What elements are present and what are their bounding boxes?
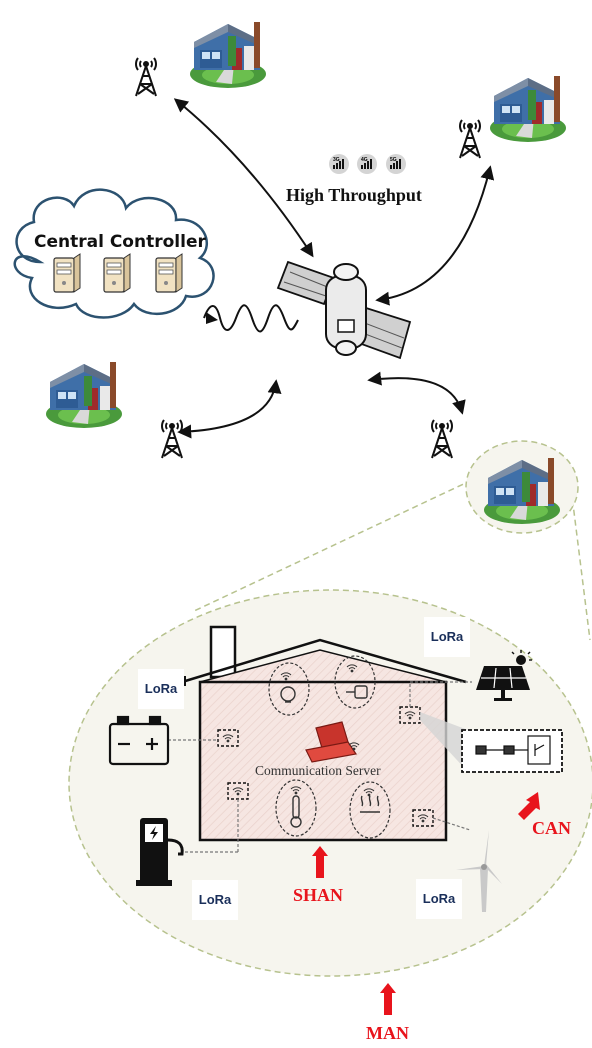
- server-icon: [103, 253, 131, 293]
- server-icon: [53, 253, 81, 293]
- cell-tower-icon: [459, 119, 481, 159]
- shan-arrow: [312, 846, 328, 878]
- house-icon-right: [490, 76, 566, 142]
- man-arrow: [380, 983, 396, 1015]
- badge-4g: 4G: [361, 157, 368, 163]
- satellite-icon: [276, 260, 412, 360]
- laptop-icon: [305, 721, 358, 763]
- wind-turbine-icon: [456, 830, 502, 912]
- solar-panel-icon: [476, 650, 532, 701]
- lora-badge: LoRa: [192, 880, 238, 920]
- link-arrow: [367, 371, 466, 415]
- appliance-icons: [280, 685, 380, 828]
- thermometer-icon: [292, 795, 300, 819]
- cell-tower-icon: [135, 57, 157, 97]
- man-label: MAN: [366, 1023, 409, 1043]
- high-throughput-label: High Throughput: [286, 185, 422, 205]
- inverter-icon: [475, 735, 551, 765]
- wireless-wave: [203, 304, 299, 333]
- lora-badge: LoRa: [424, 617, 470, 657]
- smart-plug-node: [334, 655, 376, 709]
- link-arrow: [173, 98, 314, 258]
- cell-tower-icon: [161, 419, 183, 459]
- heater-node: [349, 781, 391, 839]
- thermostat-node: [275, 779, 317, 837]
- red-arrows: [312, 792, 540, 1015]
- house-icon-left: [46, 362, 122, 428]
- can-arrow: [518, 792, 540, 820]
- server-icon: [155, 253, 183, 293]
- lora-badge: LoRa: [416, 879, 462, 919]
- house-icon-top: [190, 22, 266, 88]
- appliance-nodes: [268, 655, 391, 839]
- badge-5g: 5G: [390, 157, 397, 163]
- cell-tower-icon: [431, 419, 453, 459]
- light-bulb-icon: [280, 686, 296, 702]
- communication-server-label: Communication Server: [255, 763, 381, 778]
- smart-light-node: [268, 662, 310, 716]
- shan-label: SHAN: [293, 885, 344, 905]
- signal-badges: 3G 4G 5G: [329, 154, 406, 174]
- link-arrow: [177, 379, 282, 439]
- can-label: CAN: [532, 818, 571, 838]
- badge-3g: 3G: [333, 157, 340, 163]
- inverter-zoom-beam: [420, 712, 468, 772]
- cloud-shape: [13, 188, 215, 319]
- lora-badge: LoRa: [138, 669, 184, 709]
- link-arrow: [375, 165, 495, 306]
- ev-charger-icon: [136, 818, 184, 886]
- central-controller-label: Central Controller: [34, 232, 206, 252]
- heater-icon: [360, 795, 380, 807]
- battery-icon: [108, 715, 170, 766]
